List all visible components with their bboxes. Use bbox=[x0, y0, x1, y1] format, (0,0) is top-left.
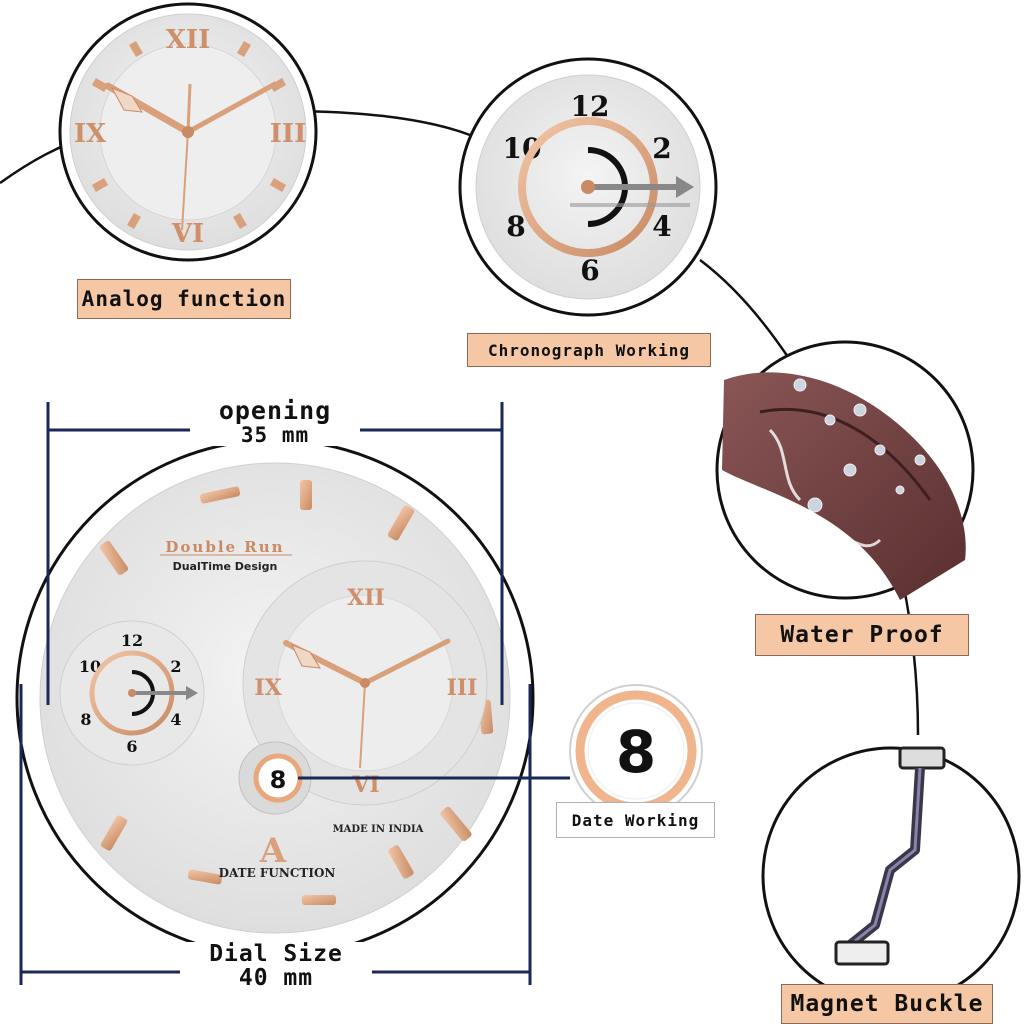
dial-numeral-vi: VI bbox=[351, 772, 379, 798]
dial-dimension-text: Dial Size 40 mm bbox=[185, 942, 367, 990]
main-dial: Double Run DualTime Design XII III VI IX… bbox=[15, 438, 570, 958]
date-label: Date Working bbox=[556, 802, 715, 838]
opening-value: 35 mm bbox=[240, 423, 310, 448]
dial-size-label: Dial Size bbox=[209, 941, 343, 967]
water-detail bbox=[715, 340, 975, 600]
buckle-detail bbox=[761, 746, 1021, 1006]
date-detail-number: 8 bbox=[616, 718, 656, 786]
analog-numeral-xii: XII bbox=[166, 25, 211, 55]
chrono-detail: 12 2 4 6 8 10 bbox=[458, 57, 718, 317]
dial-numeral-xii: XII bbox=[347, 585, 385, 611]
dial-sub-2: 2 bbox=[170, 657, 181, 676]
dial-sub-8: 8 bbox=[80, 710, 91, 729]
dial-function-label: DATE FUNCTION bbox=[219, 866, 336, 880]
dial-sub-4: 4 bbox=[170, 710, 181, 729]
analog-detail: XII III VI IX bbox=[58, 2, 318, 262]
water-label: Water Proof bbox=[755, 614, 969, 656]
dial-brand: Double Run bbox=[165, 538, 284, 556]
chrono-num-2: 2 bbox=[652, 132, 671, 165]
dial-logo: A bbox=[259, 831, 287, 871]
chrono-num-8: 8 bbox=[506, 210, 525, 243]
dial-date-number: 8 bbox=[270, 766, 287, 794]
analog-numeral-vi: VI bbox=[171, 219, 204, 249]
chrono-num-6: 6 bbox=[580, 254, 599, 287]
dial-size-value: 40 mm bbox=[238, 965, 314, 992]
dial-numeral-ix: IX bbox=[254, 675, 282, 701]
dial-numeral-iii: III bbox=[447, 675, 478, 701]
dial-tagline: DualTime Design bbox=[173, 560, 278, 573]
analog-numeral-iii: III bbox=[270, 119, 307, 149]
dial-dimension bbox=[19, 684, 532, 985]
opening-dimension bbox=[46, 402, 504, 705]
buckle-label: Magnet Buckle bbox=[781, 984, 993, 1024]
chrono-label: Chronograph Working bbox=[467, 333, 711, 367]
opening-dimension-text: opening 35 mm bbox=[190, 396, 360, 448]
dial-sub-6: 6 bbox=[126, 737, 137, 756]
dial-sub-12: 12 bbox=[121, 631, 143, 650]
analog-label: Analog function bbox=[77, 279, 291, 319]
dial-origin: MADE IN INDIA bbox=[333, 824, 424, 835]
date-detail: 8 bbox=[569, 684, 703, 818]
opening-label: opening bbox=[218, 396, 332, 425]
analog-numeral-ix: IX bbox=[74, 119, 107, 149]
chrono-num-4: 4 bbox=[652, 210, 671, 243]
